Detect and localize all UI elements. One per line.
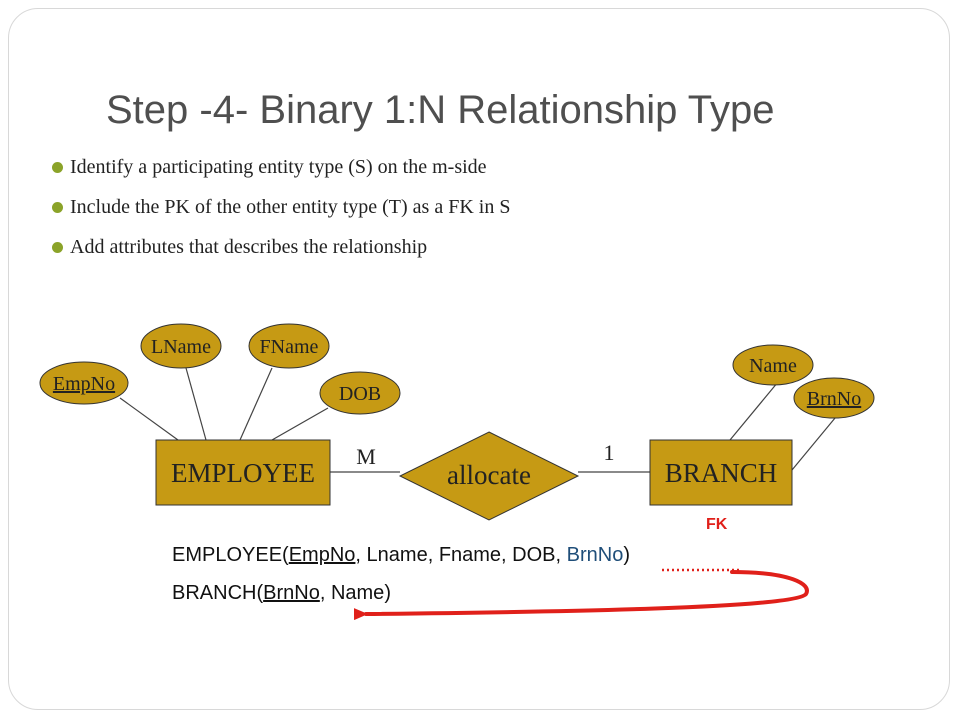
- relation-branch-rest: Name: [330, 582, 385, 604]
- bullet-item: Include the PK of the other entity type …: [52, 190, 510, 230]
- attr-empno-ellipse: [39, 361, 129, 405]
- attr-brnno-ellipse: [793, 377, 875, 419]
- cardinality-1: 1: [604, 440, 615, 465]
- attr-brnno-label: BrnNo: [807, 388, 861, 410]
- relationship-label: allocate: [447, 460, 531, 490]
- relation-employee-pk: EmpNo: [288, 544, 356, 566]
- attr-dob-label: DOB: [339, 383, 381, 405]
- cardinality-m: M: [356, 444, 376, 469]
- attr-lname-label: LName: [151, 336, 211, 358]
- relation-branch-sep: ,: [319, 582, 331, 604]
- bullet-text: Add attributes that describes the relati…: [70, 236, 428, 258]
- connector-name: [729, 381, 779, 441]
- relation-employee-open: (: [282, 544, 289, 566]
- entity-employee-label: EMPLOYEE: [171, 458, 315, 488]
- relation-employee-name: EMPLOYEE: [172, 544, 283, 566]
- bullet-item: Add attributes that describes the relati…: [52, 230, 510, 270]
- slide-title: Step -4- Binary 1:N Relationship Type: [106, 88, 775, 132]
- relation-employee-close: ): [623, 544, 631, 566]
- relation-employee-sep1: ,: [355, 544, 367, 566]
- entity-employee-box: [155, 439, 331, 506]
- relation-branch-close: ): [384, 582, 391, 604]
- relation-employee-fk: BrnNo: [566, 544, 624, 566]
- attr-name-ellipse: [732, 344, 814, 386]
- bullet-dot-icon: [52, 162, 63, 173]
- relation-branch: BRANCH(BrnNo, Name): [172, 582, 391, 605]
- connector-lines: [119, 367, 841, 473]
- bullet-dot-icon: [52, 242, 63, 253]
- connector-dob: [271, 407, 329, 441]
- attr-empno-label: EmpNo: [53, 373, 115, 395]
- connector-empno: [119, 397, 179, 441]
- relation-branch-pk: BrnNo: [263, 582, 320, 604]
- relation-employee-rest: Lname, Fname, DOB: [366, 544, 556, 566]
- connector-fname: [239, 367, 273, 441]
- bullet-list: Identify a participating entity type (S)…: [52, 150, 510, 270]
- relation-branch-open: (: [256, 582, 264, 604]
- relationship-diamond: [398, 431, 580, 521]
- relation-employee-sep2: ,: [555, 544, 567, 566]
- attr-fname-ellipse: [248, 323, 330, 369]
- attr-name-label: Name: [749, 355, 797, 377]
- relation-employee: EMPLOYEE(EmpNo, Lname, Fname, DOB, BrnNo…: [172, 544, 630, 567]
- attr-lname-ellipse: [140, 323, 222, 369]
- bullet-text: Identify a participating entity type (S)…: [70, 156, 487, 178]
- fk-label: FK: [706, 516, 728, 533]
- attribute-ellipses: [39, 323, 875, 419]
- relation-branch-name: BRANCH: [172, 582, 257, 604]
- entity-branch-label: BRANCH: [665, 458, 778, 488]
- attr-fname-label: FName: [260, 336, 319, 358]
- connector-lname: [185, 367, 207, 441]
- connector-brnno: [791, 411, 841, 471]
- bullet-text: Include the PK of the other entity type …: [70, 196, 511, 218]
- entity-branch-box: [649, 439, 793, 506]
- bullet-item: Identify a participating entity type (S)…: [52, 150, 510, 190]
- attr-dob-ellipse: [319, 371, 401, 415]
- bullet-dot-icon: [52, 202, 63, 213]
- fk-reference-arrow: [353, 570, 809, 621]
